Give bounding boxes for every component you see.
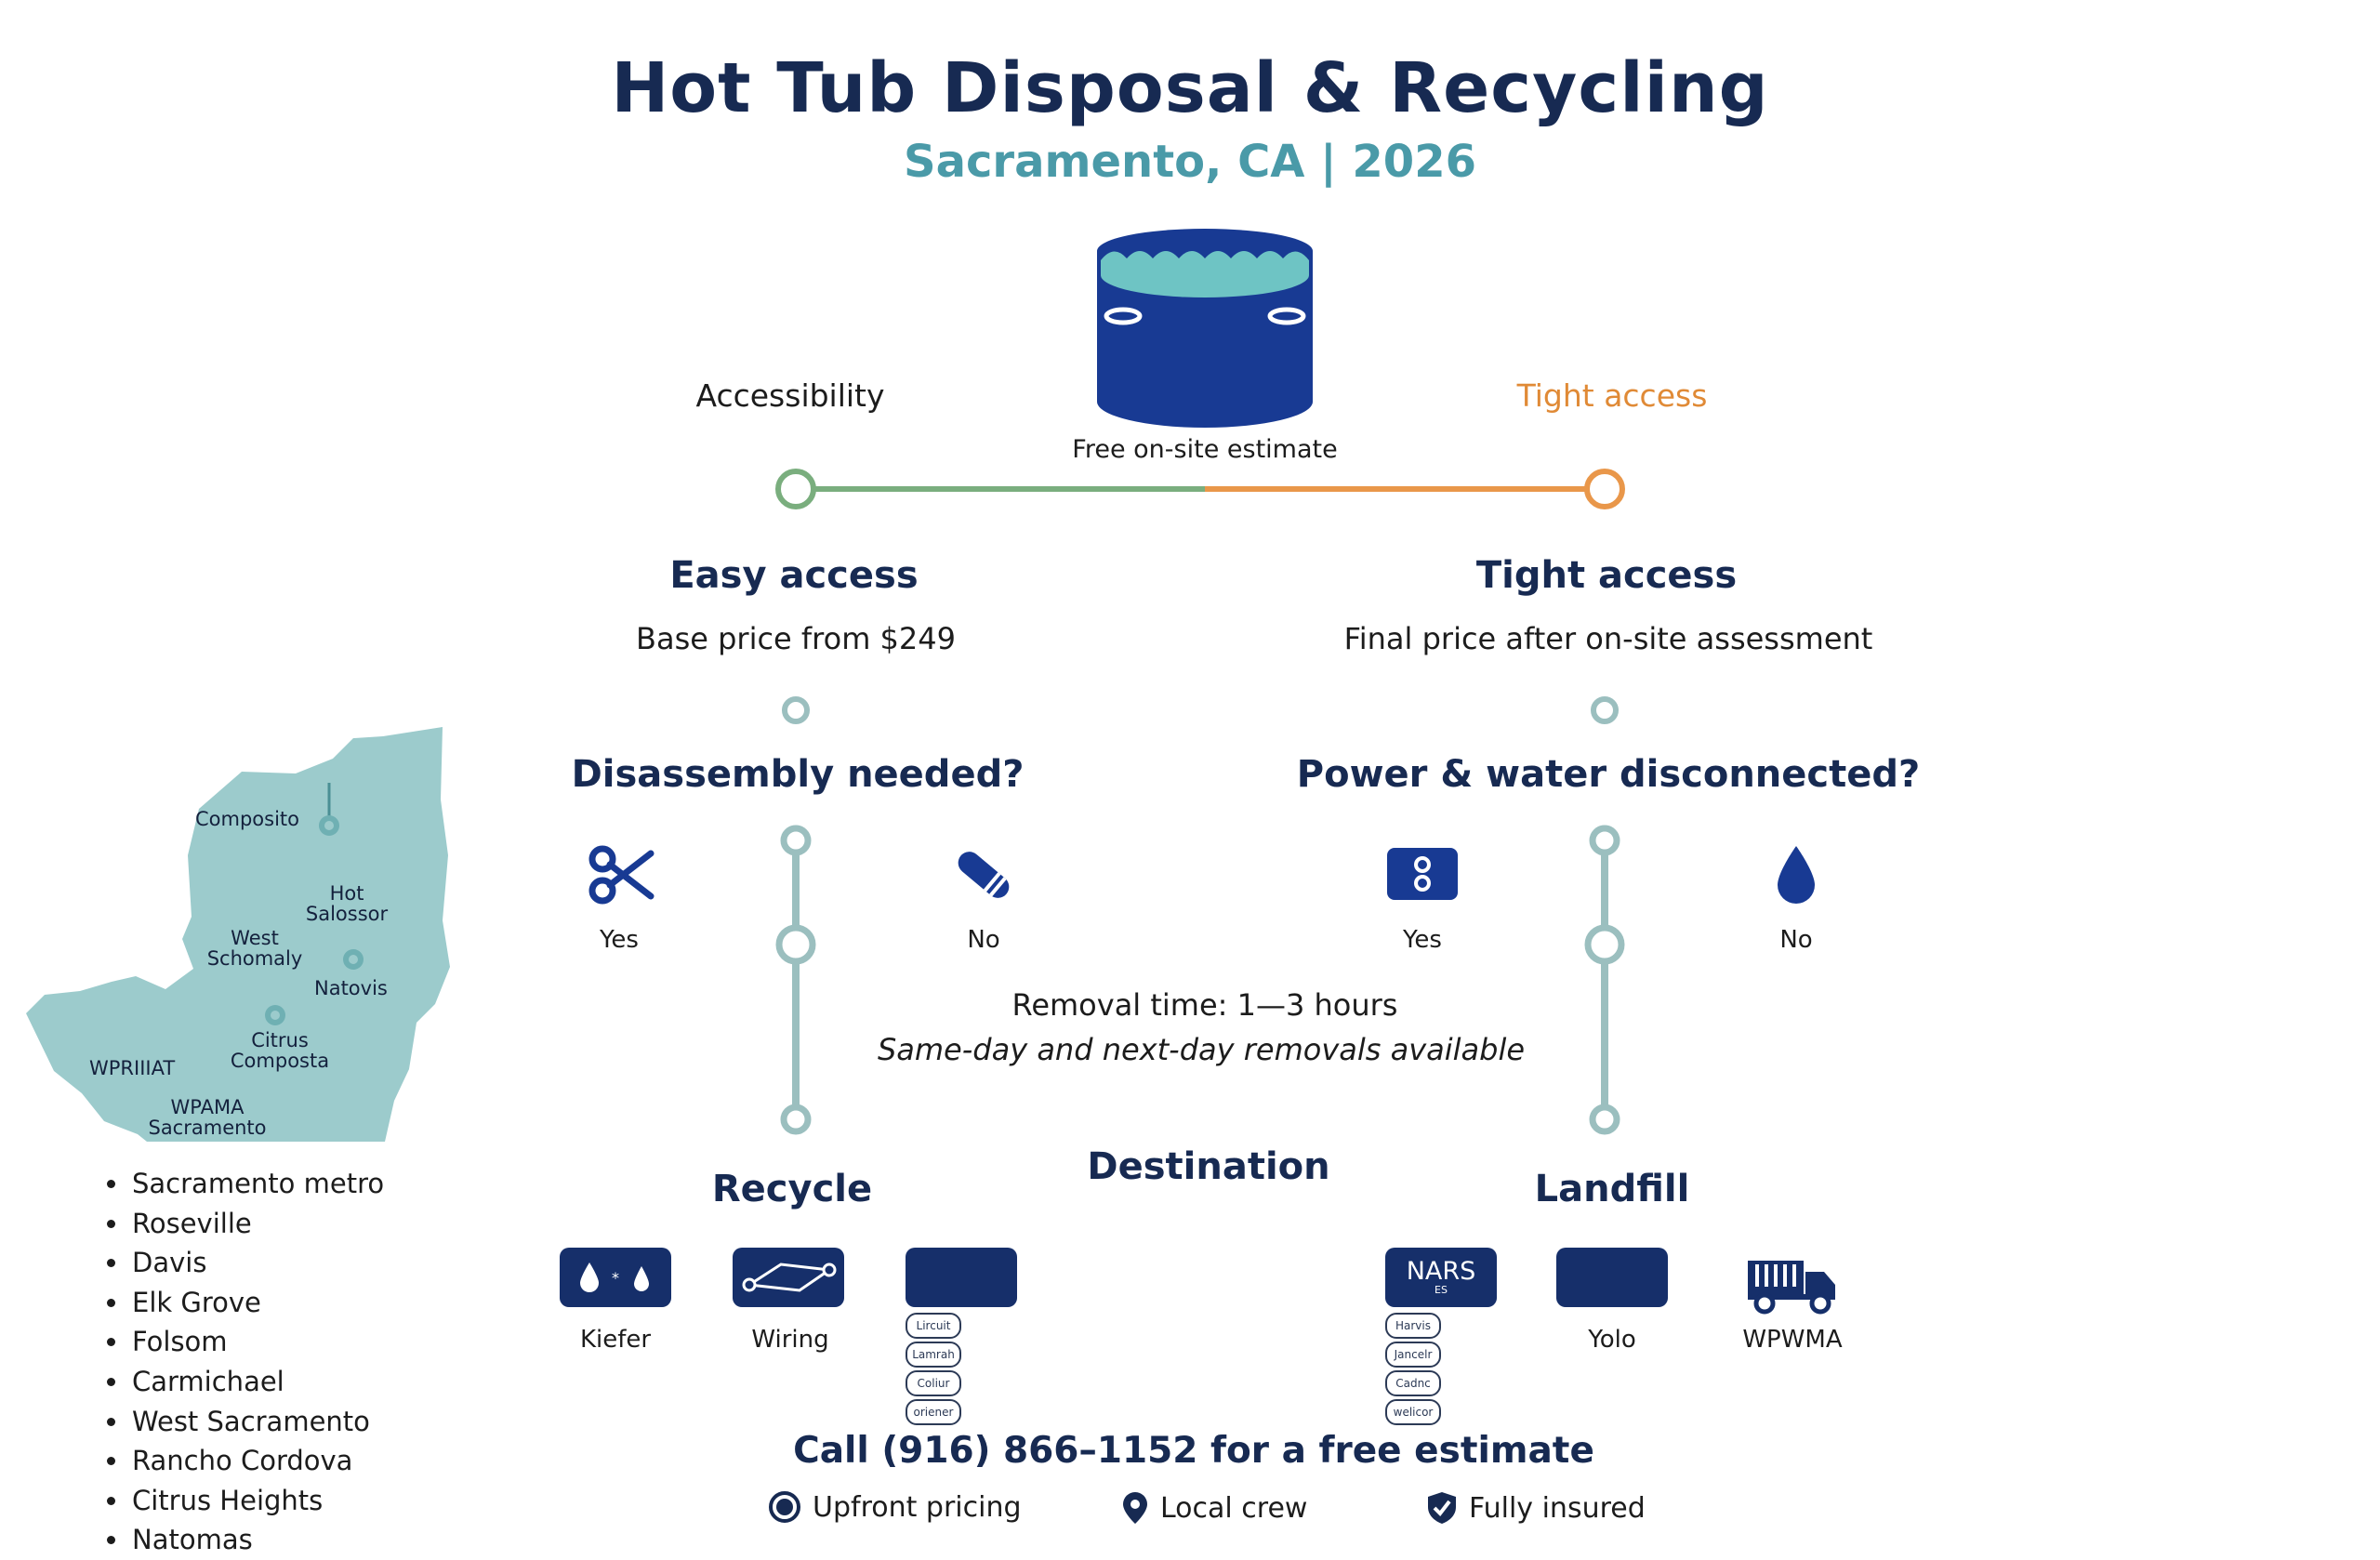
wiring-label: Wiring xyxy=(751,1326,829,1354)
shield-check-icon xyxy=(1428,1492,1456,1524)
removal-time: Removal time: 1—3 hours xyxy=(1012,987,1398,1023)
tight-access-title: Tight access xyxy=(1475,554,1738,597)
service-area-item: Citrus Heights xyxy=(130,1481,384,1521)
feature-label: Local crew xyxy=(1160,1491,1308,1525)
feature-upfront-pricing: Upfront pricing xyxy=(768,1490,1022,1524)
feature-label: Upfront pricing xyxy=(813,1490,1022,1524)
service-area-item: Sacramento metro xyxy=(130,1164,384,1204)
accessibility-label: Accessibility xyxy=(695,377,885,414)
location-pin-icon xyxy=(1123,1492,1147,1524)
call-to-action[interactable]: Call (916) 866–1152 for a free estimate xyxy=(793,1430,1594,1472)
recycle-title: Recycle xyxy=(711,1168,873,1210)
landfill-pill: Harvis xyxy=(1385,1313,1441,1339)
water-drop-icon xyxy=(1778,846,1815,904)
service-area-item: Carmichael xyxy=(130,1362,384,1402)
map-label: Citrus Composta xyxy=(230,1029,330,1073)
recycle-pill: Lamrah xyxy=(906,1342,961,1368)
removal-availability: Same-day and next-day removals available xyxy=(877,1032,1526,1067)
tight-access-price: Final price after on-site assessment xyxy=(1343,621,1873,656)
landfill-pill: Jancelr xyxy=(1385,1342,1441,1368)
feature-label: Fully insured xyxy=(1469,1491,1646,1525)
service-area-item: Rancho Cordova xyxy=(130,1441,384,1481)
recycle-pills: Lircuit Lamrah Coliur oriener xyxy=(906,1313,1019,1425)
wiring-icon xyxy=(742,1263,837,1292)
kiefer-tile: * xyxy=(560,1248,671,1307)
disassembly-question: Disassembly needed? xyxy=(571,753,1025,796)
outlet-icon xyxy=(1387,848,1458,900)
recycle-pill: Coliur xyxy=(906,1370,961,1396)
service-area-item: Davis xyxy=(130,1243,384,1283)
landfill-pill: welicor xyxy=(1385,1399,1441,1425)
service-area-map xyxy=(26,727,450,1142)
truck-icon xyxy=(1748,1261,1835,1315)
map-label: Hot Salossor xyxy=(305,882,389,926)
recycle-center-tile xyxy=(906,1248,1017,1307)
map-label: WPRIIIAT xyxy=(89,1057,176,1079)
wiring-tile xyxy=(733,1248,844,1307)
recycle-pill: Lircuit xyxy=(906,1313,961,1339)
service-area-list: Sacramento metro Roseville Davis Elk Gro… xyxy=(93,1164,384,1560)
service-area-item: West Sacramento xyxy=(130,1402,384,1442)
service-area-item: Roseville xyxy=(130,1204,384,1244)
page-title: Hot Tub Disposal & Recycling xyxy=(611,48,1769,128)
destination-label: Destination xyxy=(1087,1145,1330,1188)
map-label: Natovis xyxy=(314,977,388,999)
map-label: Composito xyxy=(195,808,300,830)
yolo-label: Yolo xyxy=(1588,1326,1636,1354)
landfill-title: Landfill xyxy=(1534,1168,1690,1210)
target-icon xyxy=(769,1491,800,1523)
service-area-item: Elk Grove xyxy=(130,1283,384,1323)
landfill-pill: Cadnc xyxy=(1385,1370,1441,1396)
service-area-item: Folsom xyxy=(130,1322,384,1362)
feature-local-crew: Local crew xyxy=(1121,1490,1307,1526)
disassembly-yes: Yes xyxy=(600,926,639,954)
nars-tile: NARS ES xyxy=(1385,1248,1497,1307)
map-label: WPAMA Sacramento xyxy=(148,1096,267,1140)
svg-text:*: * xyxy=(612,1269,619,1287)
landfill-pills: Harvis Jancelr Cadnc welicor xyxy=(1385,1313,1499,1425)
disassembly-no: No xyxy=(967,926,1000,954)
service-area-item: Natomas xyxy=(130,1520,384,1560)
easy-access-price: Base price from $249 xyxy=(636,621,956,656)
disconnected-yes: Yes xyxy=(1403,926,1442,954)
drops-icon: * xyxy=(580,1263,649,1292)
scissors-icon xyxy=(588,845,654,905)
feature-fully-insured: Fully insured xyxy=(1426,1490,1646,1526)
disconnected-no: No xyxy=(1779,926,1813,954)
map-label: West Schomaly xyxy=(206,927,303,971)
yolo-tile xyxy=(1556,1248,1668,1307)
page-subtitle: Sacramento, CA | 2026 xyxy=(903,136,1477,188)
estimate-label: Free on-site estimate xyxy=(1072,435,1338,464)
recycle-pill: oriener xyxy=(906,1399,961,1425)
pipe-icon xyxy=(958,852,1010,898)
power-water-question: Power & water disconnected? xyxy=(1296,753,1921,796)
kiefer-label: Kiefer xyxy=(579,1326,652,1354)
tight-access-label: Tight access xyxy=(1516,377,1708,414)
hot-tub-icon xyxy=(1097,229,1313,428)
nars-label: NARS xyxy=(1406,1256,1476,1286)
nars-sublabel: ES xyxy=(1435,1283,1448,1296)
easy-access-title: Easy access xyxy=(669,554,919,597)
wpwma-label: WPWMA xyxy=(1742,1326,1843,1354)
